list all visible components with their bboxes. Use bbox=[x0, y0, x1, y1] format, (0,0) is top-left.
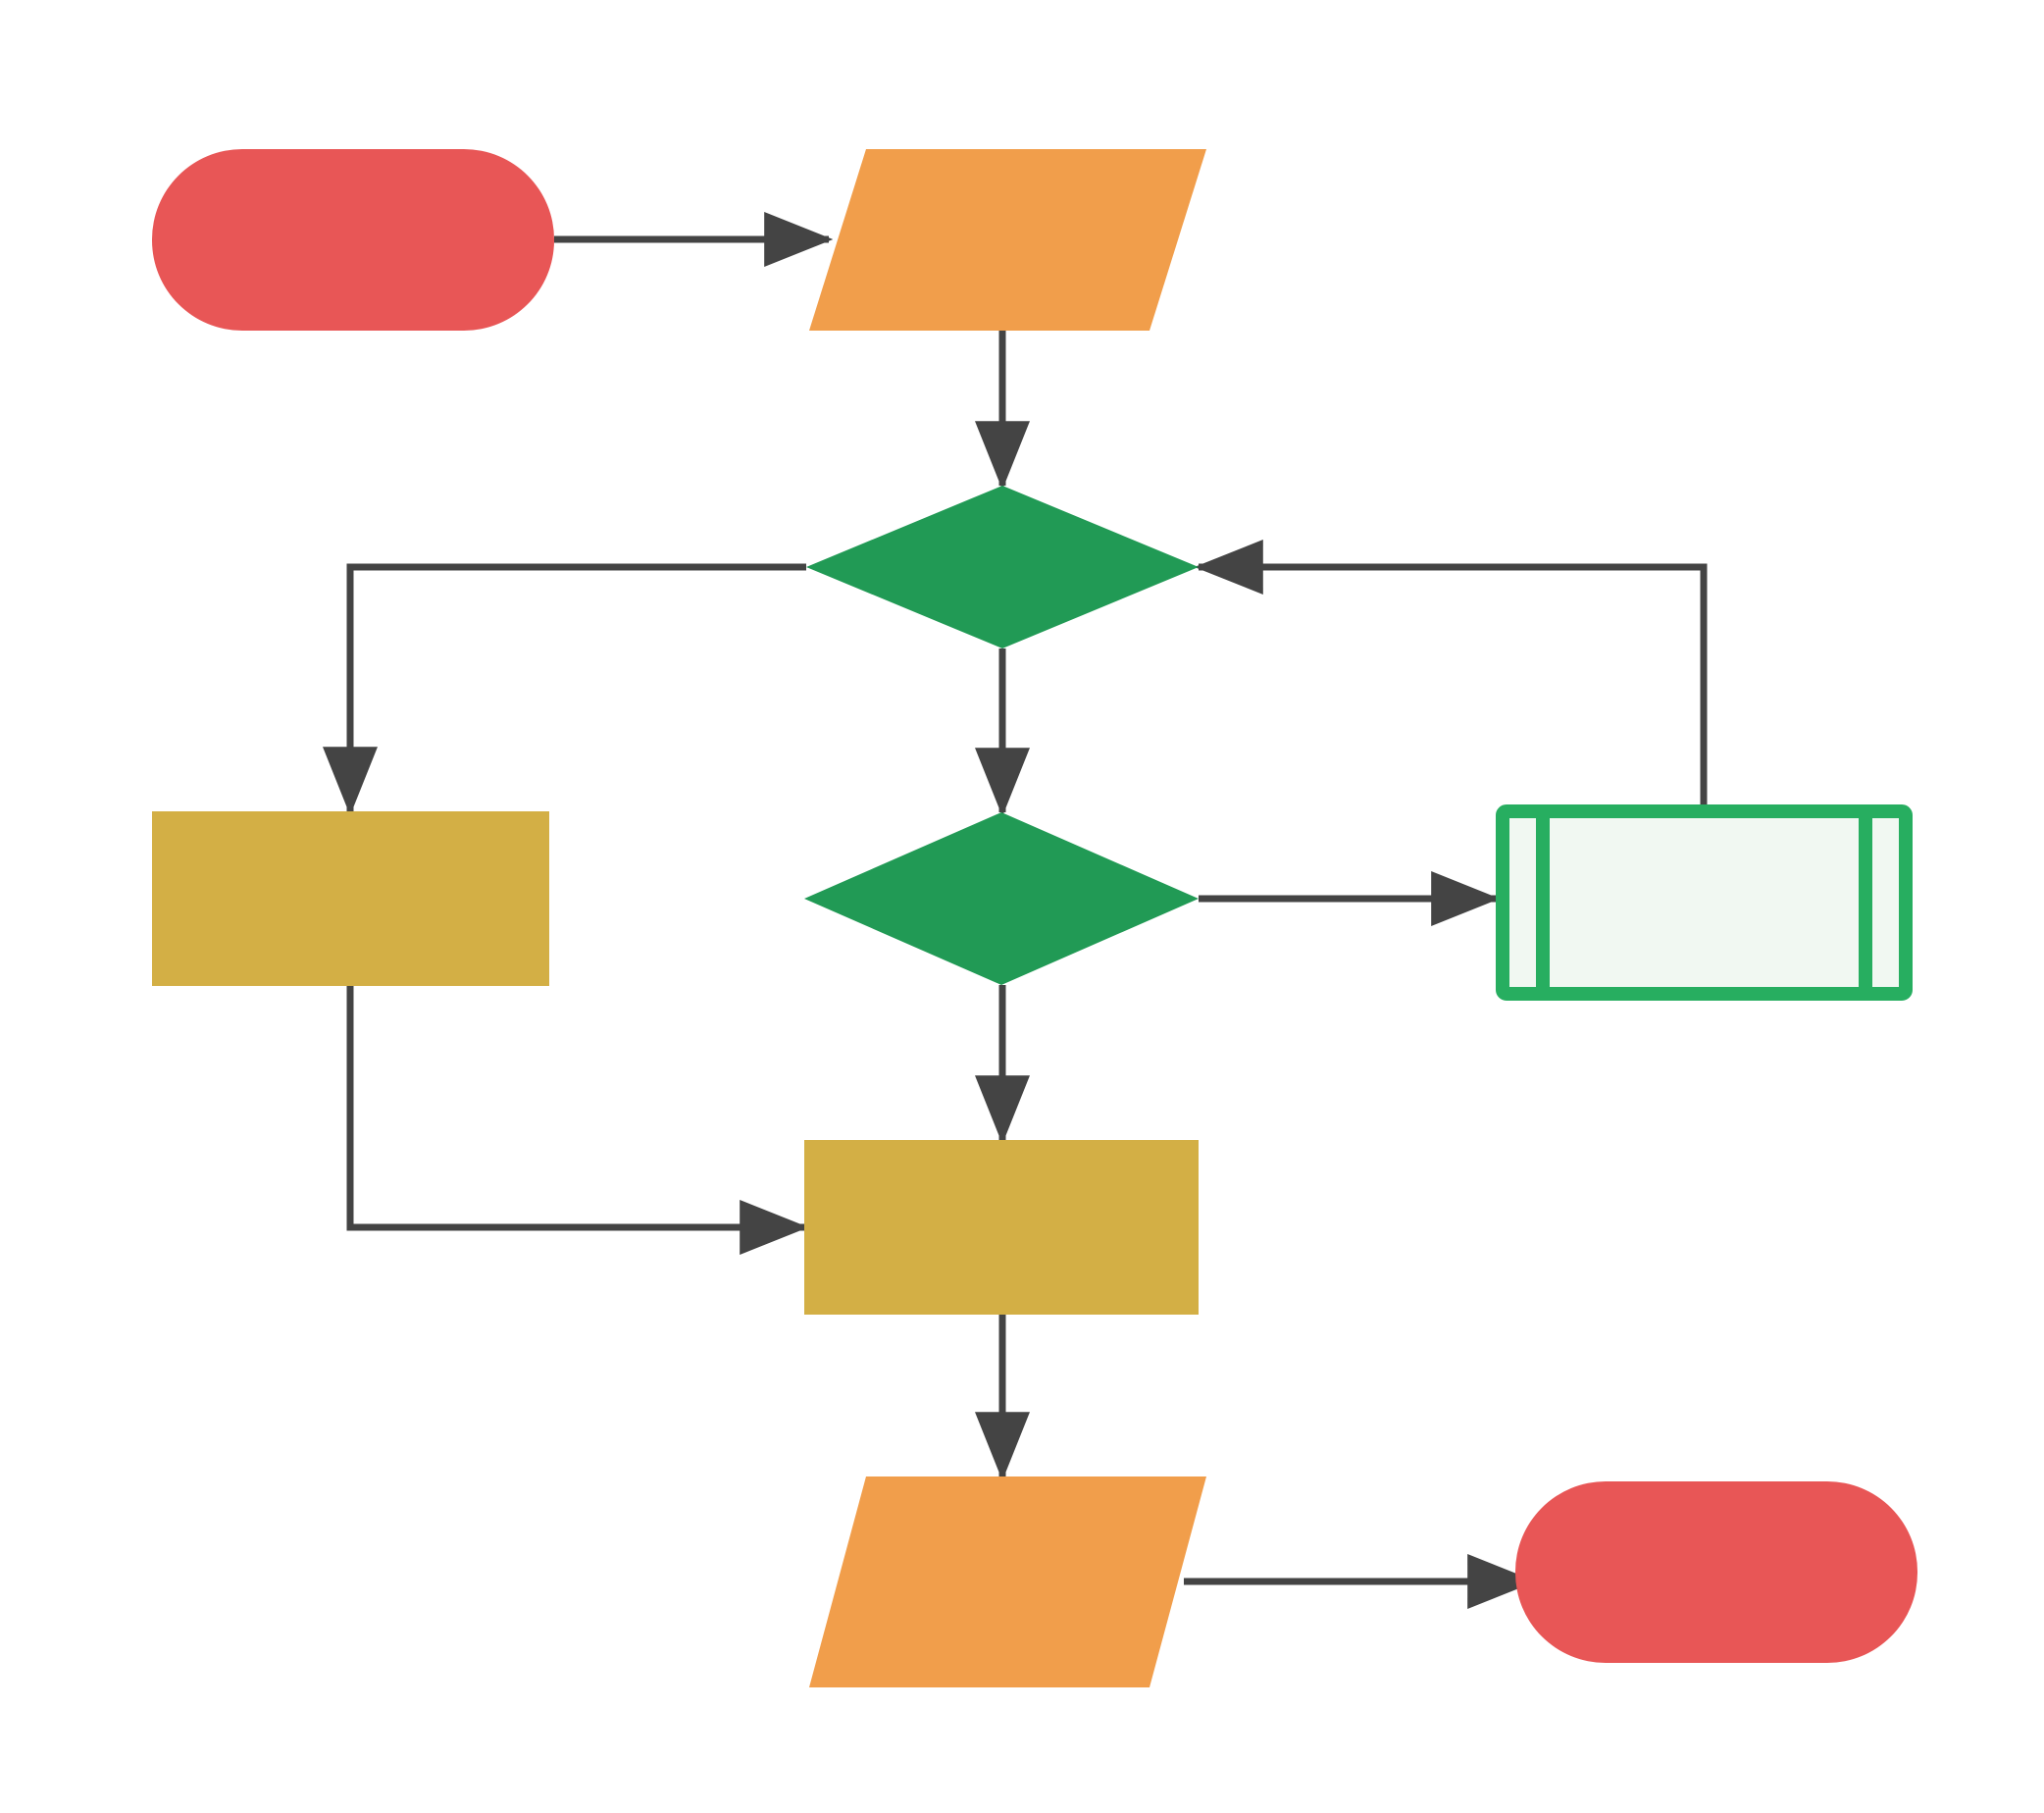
end-terminator[interactable] bbox=[1515, 1481, 1917, 1663]
edge-processA-to-processB bbox=[346, 986, 809, 1255]
edges-layer bbox=[323, 212, 1708, 1609]
process-rect-center[interactable] bbox=[804, 1140, 1199, 1315]
process-rect-left[interactable] bbox=[152, 811, 549, 986]
nodes-layer bbox=[152, 149, 1917, 1687]
subroutine-predefined-process[interactable] bbox=[1496, 804, 1913, 1001]
decision-diamond-2[interactable] bbox=[804, 812, 1199, 985]
input-parallelogram[interactable] bbox=[809, 149, 1206, 331]
edge-decision1-to-processA bbox=[323, 563, 806, 816]
start-terminator[interactable] bbox=[152, 149, 554, 331]
decision-diamond-1[interactable] bbox=[806, 486, 1199, 648]
edge-subroutine-to-decision1 bbox=[1194, 540, 1708, 804]
output-parallelogram[interactable] bbox=[809, 1476, 1206, 1687]
